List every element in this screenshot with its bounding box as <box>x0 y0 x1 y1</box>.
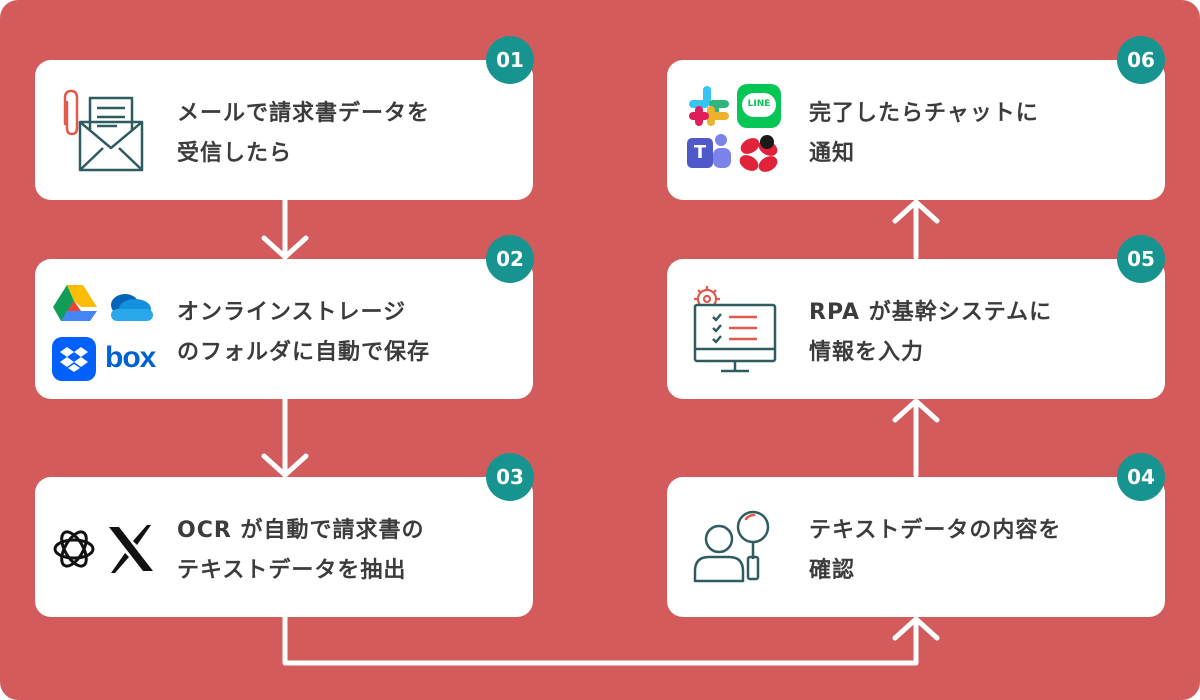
connector-03-04 <box>282 614 919 666</box>
step-badge-03: 03 <box>486 453 534 501</box>
dropbox-icon <box>52 337 96 381</box>
step-badge-04: 04 <box>1117 453 1165 501</box>
line-icon: LINE <box>737 84 781 128</box>
step-line1: OCR が自動で請求書の <box>177 518 425 543</box>
step-text-02: オンラインストレージ のフォルダに自動で保存 <box>177 293 430 373</box>
step-line1: 完了したらチャットに <box>809 101 1039 126</box>
step-line2: テキストデータを抽出 <box>177 558 407 583</box>
step-card-02: box オンラインストレージ のフォルダに自動で保存 <box>35 259 533 399</box>
onedrive-icon <box>111 294 153 321</box>
step-card-04: テキストデータの内容を 確認 <box>667 477 1165 617</box>
box-icon: box <box>105 341 156 374</box>
step-line2: 確認 <box>809 558 856 583</box>
step-line2: 通知 <box>809 141 856 166</box>
step-text-03: OCR が自動で請求書の テキストデータを抽出 <box>177 511 424 591</box>
step-line1: RPA が基幹システムに <box>809 300 1053 325</box>
x-ai-icon <box>109 525 153 573</box>
openai-icon <box>53 530 95 568</box>
step-card-06: LINE T 完了したらチャットに 通知 <box>667 60 1165 200</box>
step-text-01: メールで請求書データを 受信したら <box>177 94 430 174</box>
step-card-03: OCR が自動で請求書の テキストデータを抽出 <box>35 477 533 617</box>
step-text-06: 完了したらチャットに 通知 <box>809 94 1039 174</box>
mail-attachment-icon <box>63 89 144 172</box>
arrow-head-04 <box>892 616 940 641</box>
step-badge-05: 05 <box>1117 235 1165 283</box>
step-badge-06: 06 <box>1117 36 1165 84</box>
step-line1: オンラインストレージ <box>177 300 407 325</box>
step-line1: テキストデータの内容を <box>809 518 1062 543</box>
step-line2: 情報を入力 <box>809 340 925 365</box>
step-text-04: テキストデータの内容を 確認 <box>809 511 1061 591</box>
step-line1: メールで請求書データを <box>177 101 431 126</box>
monitor-checklist-gear-icon <box>693 286 777 373</box>
arrow-head-03 <box>261 453 309 478</box>
chatwork-icon <box>739 135 778 172</box>
step-line2: のフォルダに自動で保存 <box>177 340 431 365</box>
teams-icon-figures <box>713 134 731 168</box>
step-card-05: RPA が基幹システムに 情報を入力 <box>667 259 1165 399</box>
teams-icon: T <box>687 138 713 168</box>
slack-icon <box>689 86 729 126</box>
person-magnifier-icon <box>693 510 770 583</box>
step-badge-02: 02 <box>486 235 534 283</box>
step-card-01: メールで請求書データを 受信したら <box>35 60 533 200</box>
arrow-head-06 <box>892 199 940 224</box>
step-line2: 受信したら <box>177 141 293 166</box>
arrow-head-02 <box>261 235 309 260</box>
arrow-head-05 <box>892 398 940 423</box>
google-drive-icon <box>53 285 97 321</box>
step-badge-01: 01 <box>486 36 534 84</box>
step-text-05: RPA が基幹システムに 情報を入力 <box>809 293 1052 373</box>
